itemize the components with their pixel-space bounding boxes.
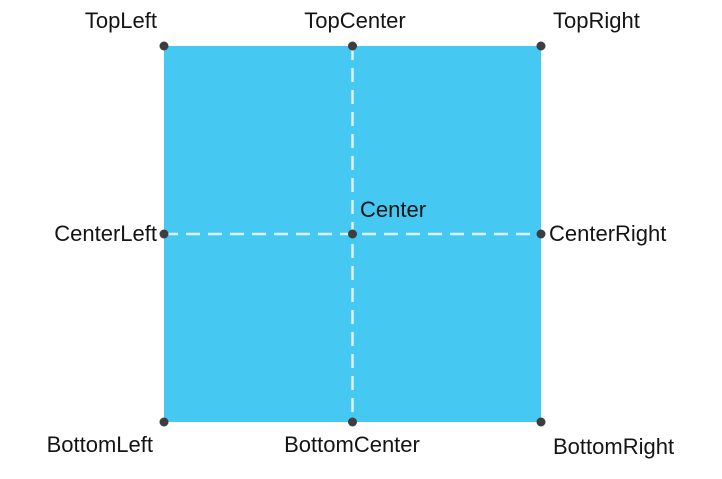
label-bottom-left: BottomLeft xyxy=(46,432,153,457)
label-top-left: TopLeft xyxy=(84,8,157,33)
anchor-dot-top-left xyxy=(159,41,169,51)
label-top-right: TopRight xyxy=(553,8,640,33)
label-bottom-right: BottomRight xyxy=(553,434,675,459)
anchor-dot-bottom-left xyxy=(159,417,169,427)
label-center-right: CenterRight xyxy=(549,221,667,246)
anchor-dot-bottom-center xyxy=(348,417,357,427)
label-bottom-center: BottomCenter xyxy=(284,432,420,457)
label-center: Center xyxy=(360,197,427,222)
anchor-dot-top-right xyxy=(536,41,546,51)
anchor-dot-center-right xyxy=(536,229,546,239)
anchor-dot-center-left xyxy=(159,229,169,239)
anchor-dot-center xyxy=(348,229,357,239)
label-top-center: TopCenter xyxy=(304,8,406,33)
label-center-left: CenterLeft xyxy=(54,221,157,246)
anchor-dot-top-center xyxy=(348,41,357,51)
anchor-dot-bottom-right xyxy=(536,417,546,427)
